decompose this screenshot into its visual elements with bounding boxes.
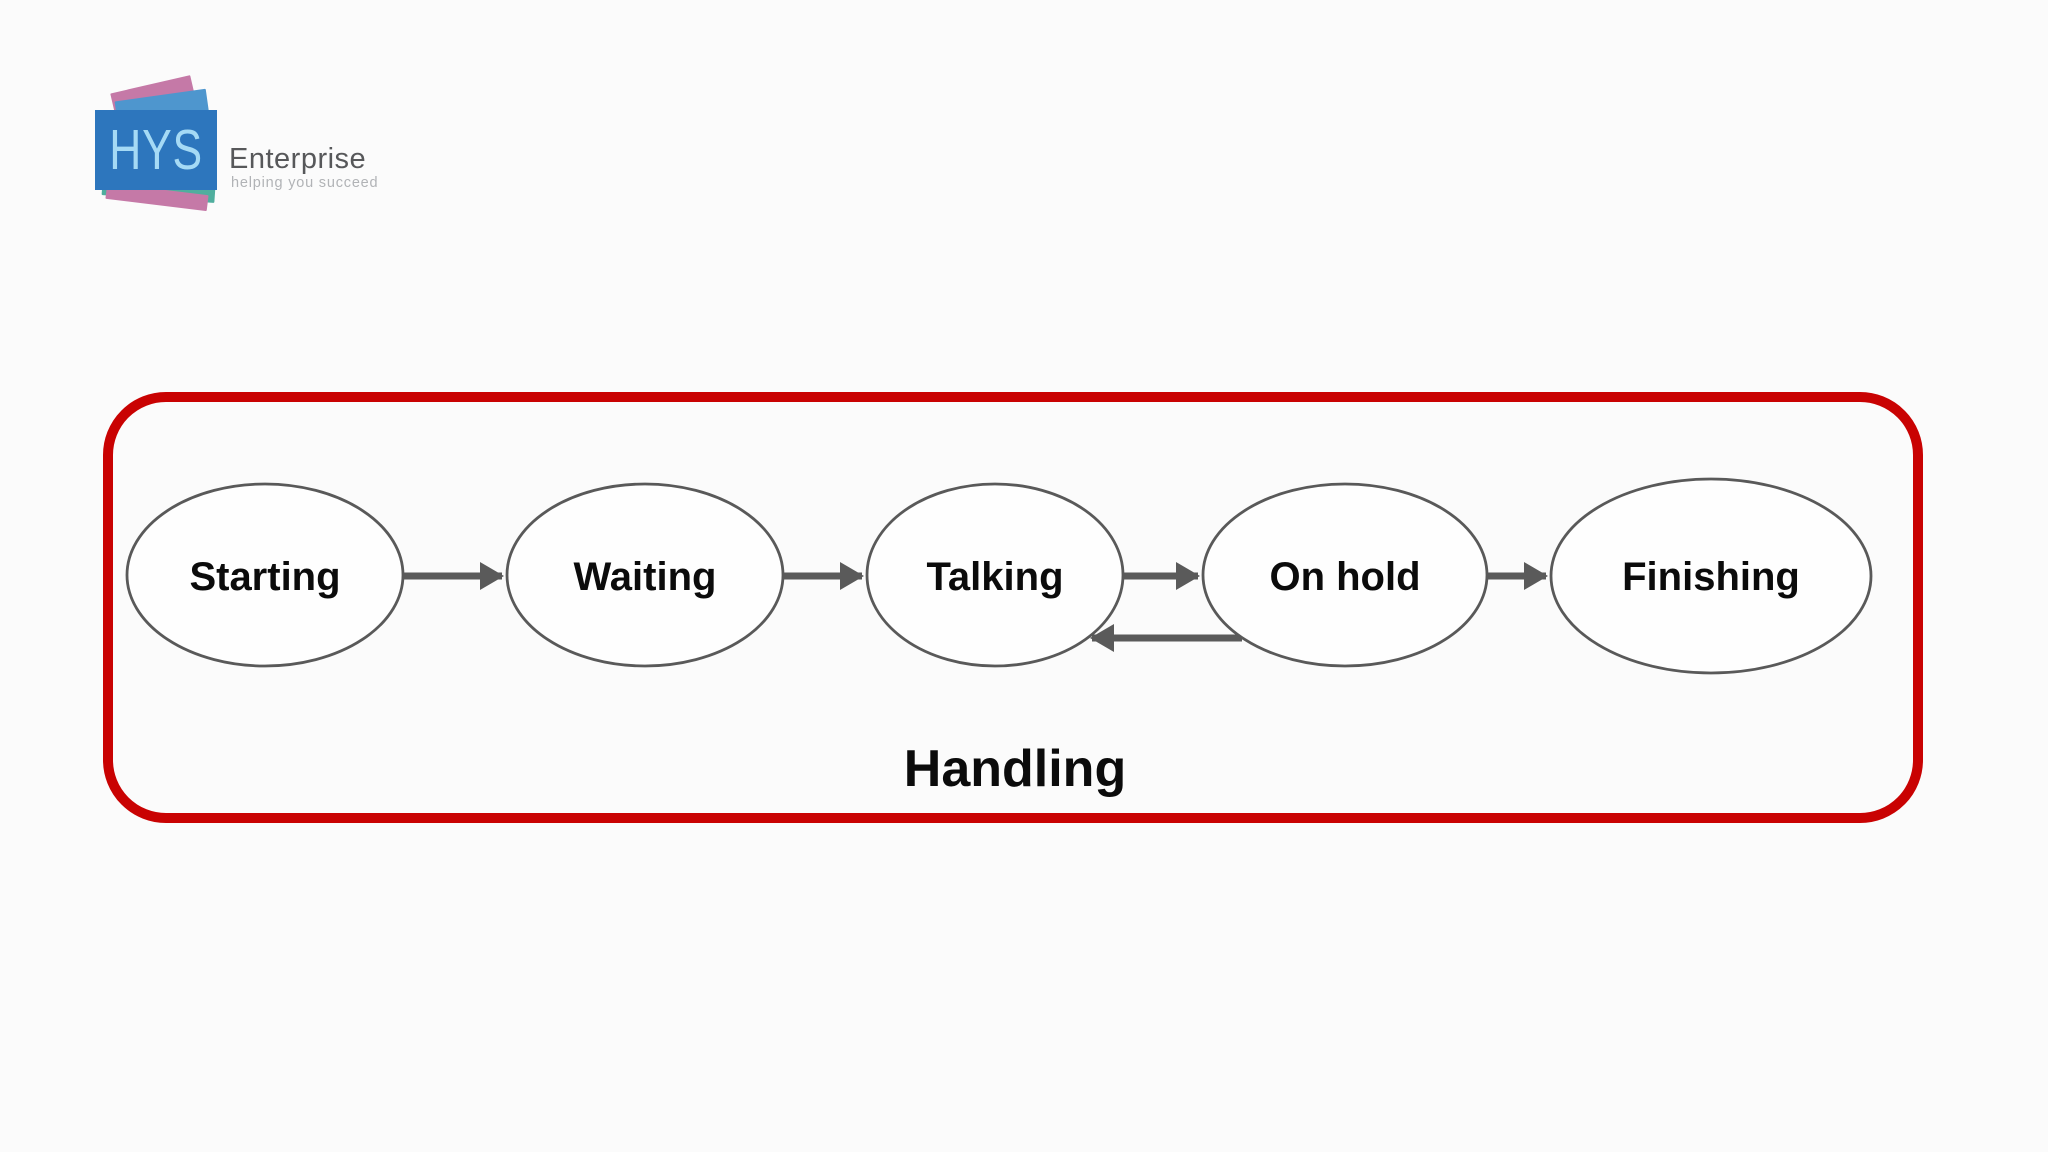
- logo-tagline: helping you succeed: [231, 175, 379, 191]
- state-node-finishing: [1549, 477, 1873, 675]
- state-label-starting: Starting: [189, 555, 340, 599]
- state-label-finishing: Finishing: [1622, 555, 1800, 599]
- logo-company-name: Enterprise: [229, 143, 367, 175]
- logo-acronym: HYS: [109, 117, 203, 182]
- state-node-talking: [865, 482, 1125, 668]
- handling-group-label: Handling: [904, 740, 1126, 798]
- state-label-onhold: On hold: [1269, 555, 1420, 599]
- logo-card: HYS: [95, 110, 217, 190]
- state-label-talking: Talking: [926, 555, 1063, 599]
- state-node-waiting: [505, 482, 785, 668]
- state-node-starting: [125, 482, 405, 668]
- handling-group-outline: [103, 392, 1923, 823]
- state-node-onhold: [1201, 482, 1489, 668]
- state-label-waiting: Waiting: [574, 555, 717, 599]
- company-logo: HYS Enterprise helping you succeed: [90, 75, 400, 230]
